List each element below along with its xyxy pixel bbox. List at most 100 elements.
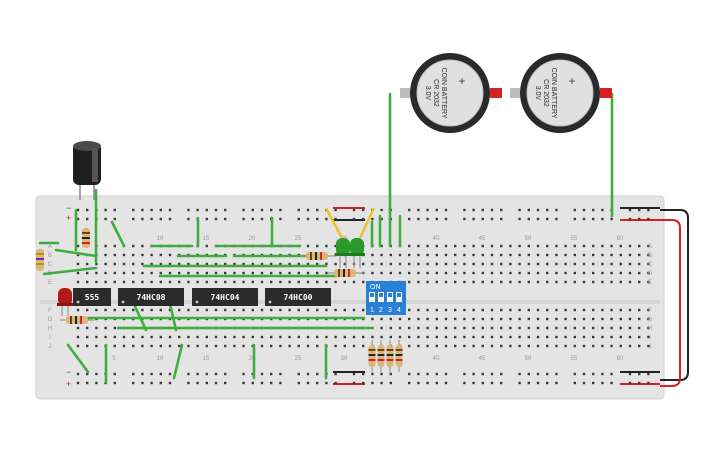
hole[interactable]: [592, 344, 595, 348]
wire-yellow[interactable]: [324, 207, 344, 239]
hole[interactable]: [638, 208, 641, 212]
hole[interactable]: [518, 253, 521, 257]
hole[interactable]: [325, 308, 328, 312]
hole[interactable]: [408, 372, 411, 376]
hole[interactable]: [628, 271, 632, 275]
hole[interactable]: [113, 381, 116, 385]
hole[interactable]: [527, 253, 530, 257]
hole[interactable]: [334, 335, 337, 339]
hole[interactable]: [95, 308, 98, 312]
hole[interactable]: [352, 217, 356, 221]
hole[interactable]: [113, 335, 116, 339]
resistor-horizontal[interactable]: [60, 316, 94, 324]
hole[interactable]: [546, 262, 549, 266]
hole[interactable]: [610, 280, 613, 284]
hole[interactable]: [564, 326, 567, 330]
hole[interactable]: [647, 308, 650, 312]
hole[interactable]: [214, 208, 218, 212]
hole[interactable]: [306, 308, 310, 312]
hole[interactable]: [196, 381, 199, 385]
hole[interactable]: [380, 208, 383, 212]
hole[interactable]: [490, 271, 494, 275]
hole[interactable]: [509, 317, 512, 321]
hole[interactable]: [490, 262, 494, 266]
power-wire-red[interactable]: [660, 219, 681, 387]
hole[interactable]: [490, 381, 494, 385]
hole[interactable]: [104, 208, 107, 212]
hole[interactable]: [500, 335, 503, 339]
hole[interactable]: [490, 244, 494, 248]
hole[interactable]: [592, 326, 595, 330]
hole[interactable]: [168, 335, 172, 339]
hole[interactable]: [601, 381, 604, 385]
hole[interactable]: [168, 372, 172, 376]
hole[interactable]: [279, 381, 282, 385]
hole[interactable]: [610, 253, 613, 257]
hole[interactable]: [371, 381, 374, 385]
hole[interactable]: [86, 271, 89, 275]
hole[interactable]: [196, 271, 199, 275]
hole[interactable]: [601, 326, 604, 330]
hole[interactable]: [251, 381, 254, 385]
hole[interactable]: [500, 308, 503, 312]
hole[interactable]: [168, 280, 172, 284]
hole[interactable]: [500, 262, 503, 266]
hole[interactable]: [242, 280, 245, 284]
hole[interactable]: [444, 208, 448, 212]
hole[interactable]: [546, 326, 549, 330]
hole[interactable]: [601, 372, 604, 376]
hole[interactable]: [463, 335, 466, 339]
hole[interactable]: [214, 217, 218, 221]
hole[interactable]: [592, 372, 595, 376]
hole[interactable]: [113, 262, 116, 266]
hole[interactable]: [444, 326, 448, 330]
hole[interactable]: [352, 335, 356, 339]
hole[interactable]: [380, 253, 383, 257]
hole[interactable]: [408, 344, 411, 348]
hole[interactable]: [168, 217, 172, 221]
hole[interactable]: [132, 344, 135, 348]
hole[interactable]: [426, 326, 429, 330]
hole[interactable]: [555, 271, 558, 275]
hole[interactable]: [389, 381, 392, 385]
hole[interactable]: [141, 217, 144, 221]
hole[interactable]: [555, 244, 558, 248]
hole[interactable]: [500, 271, 503, 275]
hole[interactable]: [435, 372, 438, 376]
hole[interactable]: [555, 253, 558, 257]
hole[interactable]: [214, 344, 218, 348]
hole[interactable]: [104, 217, 107, 221]
hole[interactable]: [380, 372, 383, 376]
hole[interactable]: [251, 308, 254, 312]
hole[interactable]: [454, 262, 457, 266]
hole[interactable]: [647, 280, 650, 284]
hole[interactable]: [426, 217, 429, 221]
hole[interactable]: [113, 271, 116, 275]
hole[interactable]: [527, 208, 530, 212]
hole[interactable]: [619, 253, 622, 257]
hole[interactable]: [536, 381, 540, 385]
hole[interactable]: [76, 271, 80, 275]
hole[interactable]: [389, 271, 392, 275]
hole[interactable]: [592, 253, 595, 257]
hole[interactable]: [573, 308, 576, 312]
hole[interactable]: [205, 372, 208, 376]
hole[interactable]: [141, 271, 144, 275]
hole[interactable]: [619, 280, 622, 284]
hole[interactable]: [610, 217, 613, 221]
hole[interactable]: [435, 262, 438, 266]
hole[interactable]: [132, 335, 135, 339]
hole[interactable]: [297, 271, 300, 275]
hole[interactable]: [601, 344, 604, 348]
hole[interactable]: [481, 271, 484, 275]
hole[interactable]: [141, 253, 144, 257]
hole[interactable]: [306, 217, 310, 221]
hole[interactable]: [573, 217, 576, 221]
hole[interactable]: [150, 262, 153, 266]
hole[interactable]: [306, 280, 310, 284]
hole[interactable]: [288, 271, 291, 275]
hole[interactable]: [205, 271, 208, 275]
hole[interactable]: [601, 262, 604, 266]
hole[interactable]: [500, 253, 503, 257]
hole[interactable]: [518, 372, 521, 376]
